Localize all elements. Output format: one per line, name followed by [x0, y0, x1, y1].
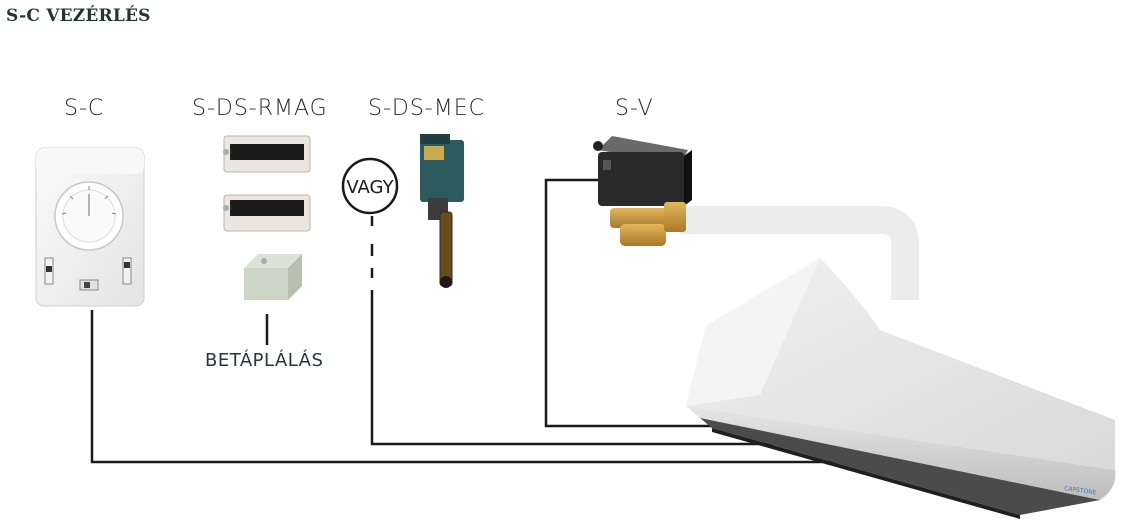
mec-limit-switch	[420, 134, 464, 288]
or-label: VAGY	[346, 177, 394, 198]
brand-logo: CAPSTONE	[1064, 485, 1097, 496]
sv-valve	[593, 136, 692, 246]
rmag-door-switch	[223, 135, 311, 232]
power-supply-box	[244, 254, 302, 300]
power-supply-label: BETÁPLÁLÁS	[205, 350, 324, 371]
wire-sc	[90, 310, 860, 464]
wire-sv	[544, 178, 720, 428]
air-curtain-unit: CAPSTONE	[686, 258, 1116, 519]
label-sv: S-V	[615, 96, 654, 121]
wire-mec	[370, 290, 790, 446]
control-wires	[90, 178, 860, 464]
label-rmag: S-DS-RMAG	[192, 96, 328, 121]
water-pipe	[680, 206, 919, 300]
page-title: S-C VEZÉRLÉS	[6, 6, 151, 26]
label-mec: S-DS-MEC	[368, 96, 485, 121]
or-circle: VAGY	[341, 157, 399, 215]
sc-thermostat	[35, 147, 145, 307]
label-sc: S-C	[64, 96, 105, 121]
